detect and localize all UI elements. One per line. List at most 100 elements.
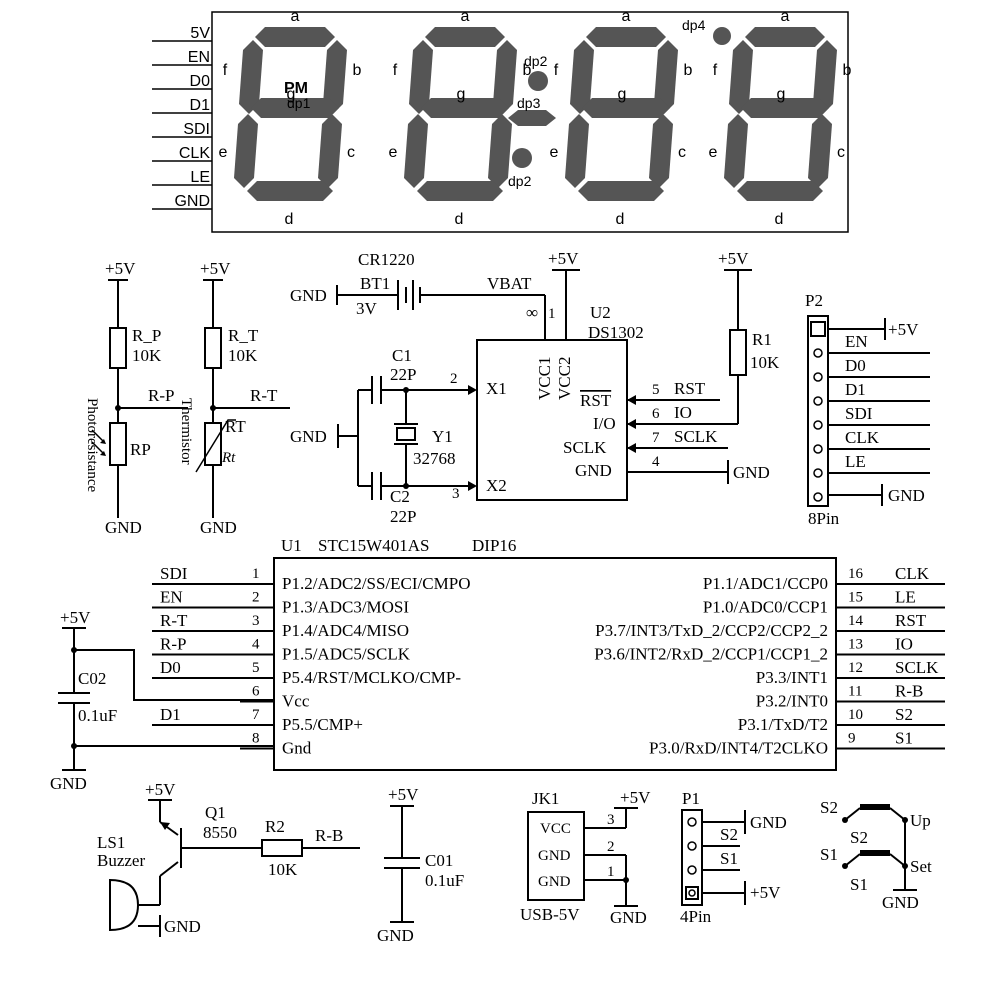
s1-ref: S1 [850,875,868,894]
segment-label-a: a [781,8,790,25]
mcu-pin-num-12: 12 [848,660,863,676]
rtc-supply: +5V [548,249,579,268]
p1-ref: P1 [682,789,700,808]
mcu-net-sclk: SCLK [895,658,939,677]
p2-supply: +5V [888,320,919,339]
segment-e [404,114,428,188]
mcu-net-r-b: R-B [895,682,923,701]
segment-g [421,98,509,118]
buzzer-symbol [109,878,140,932]
buzzer-label: Buzzer [97,851,145,870]
segment-label-d: d [616,211,625,228]
battery-voltage: 3V [356,299,378,318]
segment-label-a: a [461,8,470,25]
sclk-pin-num: 7 [652,430,660,446]
rp-supply-label: +5V [105,259,136,278]
mcu-net-rst: RST [895,611,927,630]
mcu-pin-7: P5.5/CMP+ [282,715,363,734]
segment-a [255,27,335,47]
segment-f [570,40,594,114]
s2-ref: S2 [850,828,868,847]
segment-e [724,114,748,188]
segment-e [565,114,589,188]
c1-ref: C1 [392,346,412,365]
mcu-pin-num-3: 3 [252,613,260,629]
usb-num-2: 2 [607,839,615,855]
mcu-pin-num-7: 7 [252,707,260,723]
mcu-pin-num-5: 5 [252,660,260,676]
jk1-ref: JK1 [532,789,559,808]
switches-circuit: S2 Up S2 S1 Set S1 GND [820,798,932,912]
usb-footer: USB-5V [520,905,580,924]
mcu-net-r-t: R-T [160,611,188,630]
thermistor-label: Thermistor [178,398,194,465]
q1-model: 8550 [203,823,237,842]
display-pin-d1: D1 [190,97,211,114]
buzzer-ground: GND [164,917,201,936]
mcu-pin-10: P3.1/TxD/T2 [738,715,828,734]
s2-net-label: S2 [820,798,838,817]
c01-value: 0.1uF [425,871,464,890]
segment-d [737,181,823,201]
mcu-pin-16: P1.1/ADC1/CCP0 [703,574,828,593]
segment-g [251,98,339,118]
q1-supply: +5V [145,780,176,799]
mcu-pin-3: P1.4/ADC4/MISO [282,621,409,640]
dp4-dot [713,27,731,45]
segment-label-e: e [219,144,228,161]
battery-ref: BT1 [360,274,390,293]
r2-ref: R2 [265,817,285,836]
segment-g [582,98,670,118]
dp2-upper-label: dp2 [524,53,548,69]
r1-supply: +5V [718,249,749,268]
p1-ground: GND [750,813,787,832]
mcu-pin-12: P3.3/INT1 [756,668,828,687]
s1-net-label: S1 [820,845,838,864]
io-pin: I/O [593,414,616,433]
segment-label-g: g [618,86,627,103]
pin1-label: 1 [548,306,556,322]
c01-ref: C01 [425,851,453,870]
r1-resistor [729,329,747,376]
mcu-net-clk: CLK [895,564,930,583]
mcu-net-r-p: R-P [160,635,186,654]
r1-value: 10K [750,353,780,372]
mcu-pin-num-14: 14 [848,613,864,629]
x2-pin-num: 3 [452,486,460,502]
segment-label-d: d [775,211,784,228]
p1-supply: +5V [750,883,781,902]
set-label: Set [910,857,932,876]
mcu-pin-num-16: 16 [848,566,864,582]
rp-part-label: RP [130,440,151,459]
c02-ground: GND [50,774,87,793]
y1-ref: Y1 [432,427,453,446]
dp2-upper-dot [528,71,548,91]
gnd-pin-num: 4 [652,454,660,470]
mcu-pin-6: Vcc [282,692,310,711]
dp2-lower-label: dp2 [508,173,532,189]
mcu-pin-num-11: 11 [848,684,862,700]
rst-pin-num: 5 [652,382,660,398]
mcu-pin-14: P3.7/INT3/TxD_2/CCP2/CCP2_2 [595,621,828,640]
rtc-gnd-net: GND [733,463,770,482]
r-t-label: R_T [228,326,259,345]
battery-ground: GND [290,286,327,305]
display-frame [211,11,849,233]
segment-d [578,181,664,201]
usb-num-3: 3 [607,812,615,828]
segment-c [318,114,342,188]
mcu-pin-num-4: 4 [252,637,260,653]
mcu-pin-11: P3.2/INT0 [756,692,828,711]
c2-ref: C2 [390,487,410,506]
segment-label-c: c [837,144,845,161]
rt-part-label: RT [225,417,246,436]
x1-pin-num: 2 [450,371,458,387]
ls1-ref: LS1 [97,833,125,852]
p1-body [681,809,703,906]
io-net: IO [674,403,692,422]
photoresistor-circuit: +5V R_P 10K R-P RP GND Photoresistance [84,259,188,537]
c02-value: 0.1uF [78,706,117,725]
